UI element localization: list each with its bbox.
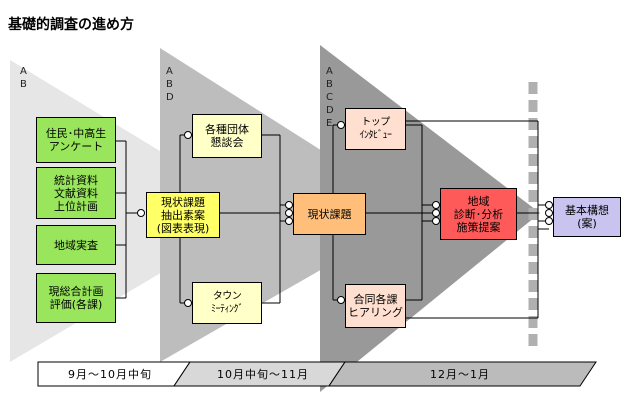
current-issues-box: 現状課題 (293, 193, 366, 235)
phase-1-label-b: B (20, 79, 27, 90)
phase-3-label-d: D (326, 105, 334, 116)
connector-dots (137, 121, 553, 307)
phase-2-label-a: A (166, 66, 173, 77)
basic-concept-box: 基本構想 (案) (553, 197, 621, 237)
phase-3-label-a: A (326, 66, 333, 77)
phase-3-label-b: B (326, 79, 333, 90)
phase-3-label-c: C (326, 92, 333, 103)
joint-hearing-box: 合同各課 ヒアリング (345, 284, 406, 328)
timeline-label-3: 12月～1月 (430, 368, 490, 381)
phase-2-label-d: D (166, 92, 174, 103)
resident-survey-box: 住民･中高生 アンケート (36, 117, 116, 163)
page-title: 基礎的調査の進め方 (8, 17, 134, 33)
timeline-label-1: 9月～10月中旬 (68, 368, 152, 381)
timeline-label-2: 10月中旬～11月 (217, 368, 309, 381)
groups-meeting-box: 各種団体 懇談会 (192, 114, 262, 158)
timeline-arrow-3 (328, 361, 597, 387)
diagnosis-box: 地域 診断･分析 施策提案 (440, 188, 517, 240)
phase-3-label-e: E (326, 118, 333, 129)
statistics-box: 統計資料 文献資料 上位計画 (36, 167, 116, 219)
issue-draft-box: 現状課題 抽出素案 (図表表現) (146, 192, 220, 238)
top-interview-box: トップ ｲﾝﾀﾋﾞｭｰ (345, 108, 406, 150)
phase-2-label-b: B (166, 79, 173, 90)
field-survey-box: 地域実査 (36, 225, 116, 265)
plan-evaluation-box: 現総合計画 評価(各課) (36, 273, 116, 323)
town-meeting-box: タウン ﾐｰﾃｨﾝｸﾞ (192, 282, 262, 324)
phase-1-label-a: A (20, 66, 27, 77)
